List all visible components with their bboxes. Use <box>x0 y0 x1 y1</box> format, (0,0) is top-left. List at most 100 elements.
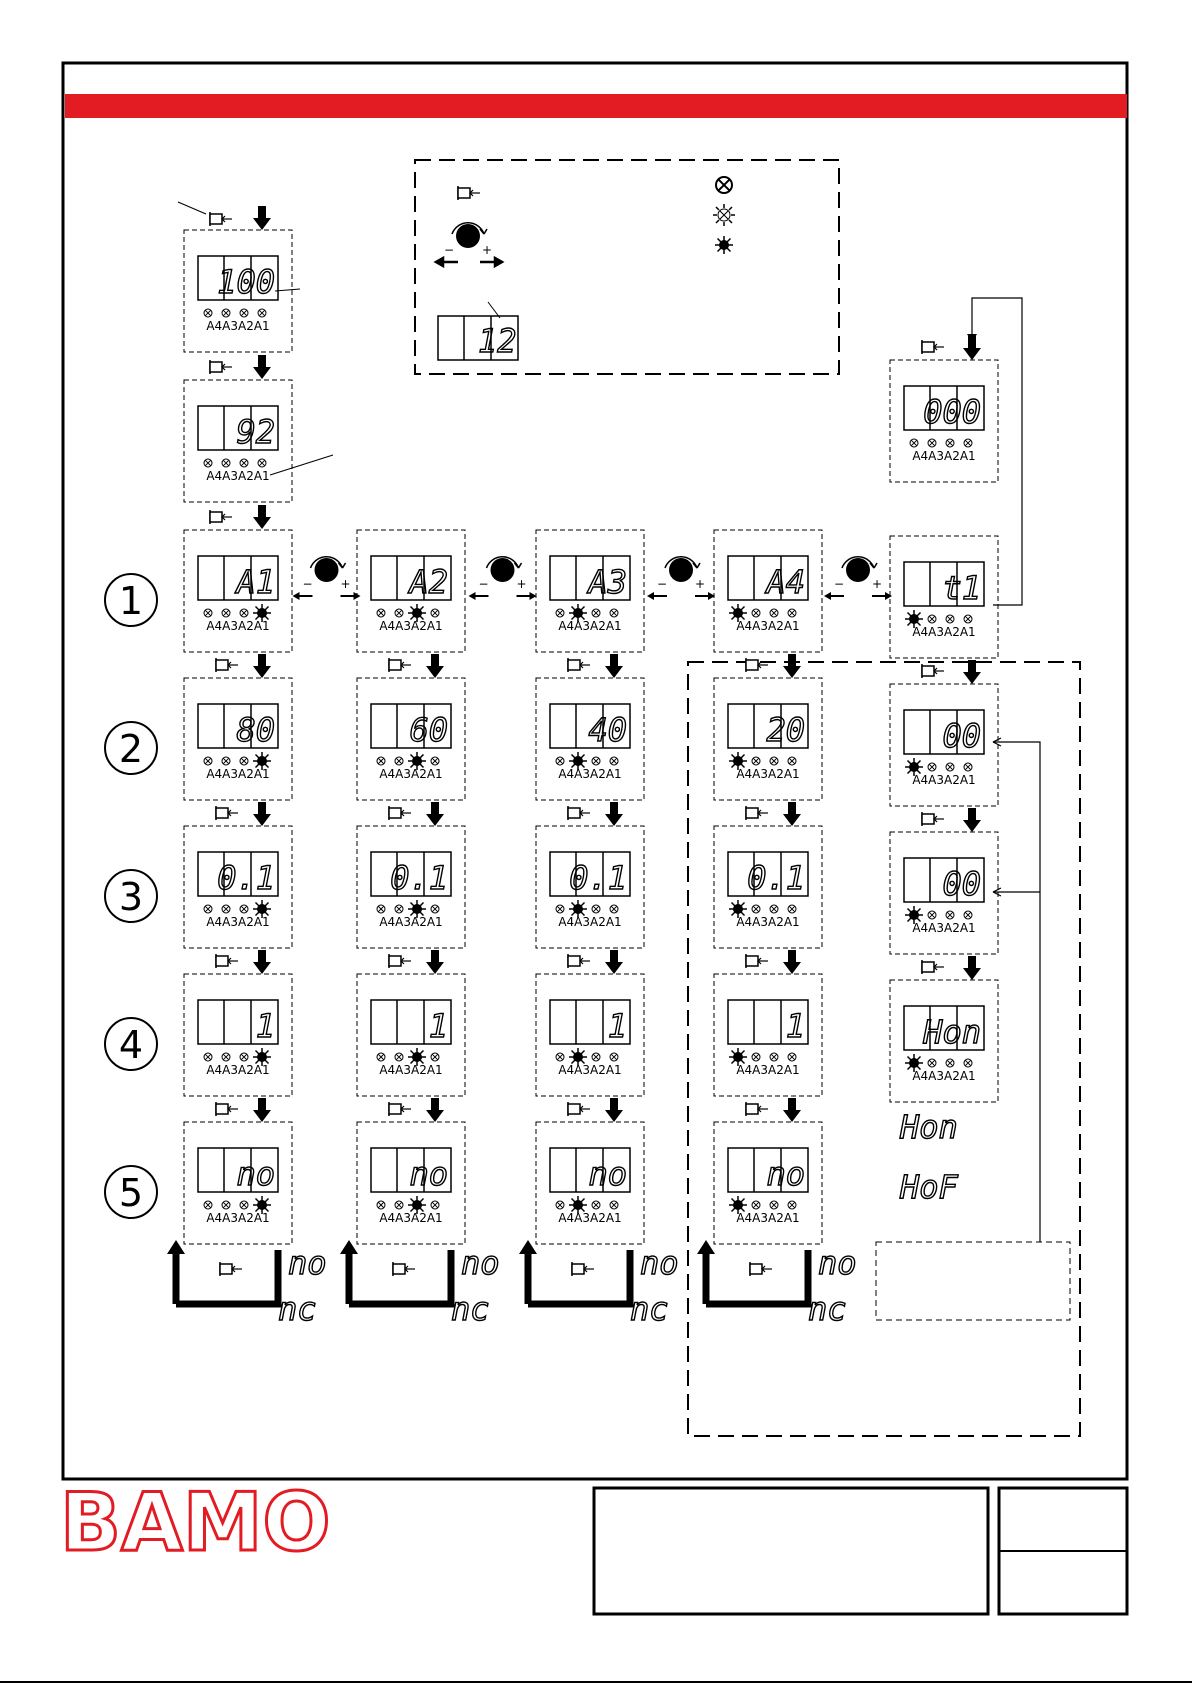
led-off-icon <box>555 1052 565 1062</box>
cell-frame <box>535 529 645 653</box>
led-off-icon <box>376 1200 386 1210</box>
cell-frame <box>183 529 293 653</box>
down-arrow-icon <box>783 802 801 826</box>
display-frame <box>727 555 809 601</box>
led-labels: A4A3A2A1 <box>558 619 621 633</box>
led-off-icon <box>609 1200 619 1210</box>
led-off-icon <box>769 904 779 914</box>
cell-frame <box>535 1121 645 1245</box>
arrow-left-icon <box>433 255 458 269</box>
led-off-icon <box>927 438 937 448</box>
led-off-icon <box>203 756 213 766</box>
arrow-left-head <box>824 592 831 600</box>
led-off-icon <box>239 608 249 618</box>
display-frame <box>903 385 985 431</box>
led-blink-icon <box>712 203 736 227</box>
led-off-icon <box>221 1200 231 1210</box>
led-labels: A4A3A2A1 <box>912 449 975 463</box>
relay-loop-head <box>340 1240 358 1254</box>
page-frame <box>61 61 1129 1481</box>
hold-note-box <box>875 1241 1071 1321</box>
display-frame <box>370 851 452 897</box>
down-arrow-icon <box>963 808 981 832</box>
arrow-left-head <box>468 592 476 600</box>
relay-loop-arrow <box>345 1250 455 1308</box>
row-number-circle <box>104 721 158 775</box>
led-off-icon <box>394 904 404 914</box>
led-off-icon <box>927 1058 937 1068</box>
led-labels: A4A3A2A1 <box>558 767 621 781</box>
title-block <box>592 1486 990 1616</box>
pushbutton-icon <box>392 1261 416 1277</box>
arrow-right-icon <box>480 255 505 269</box>
display-text: t1 <box>942 569 981 607</box>
cell-frame <box>183 677 293 801</box>
display-text: A4 <box>764 563 805 601</box>
relay-option-nc: nc <box>808 1290 847 1328</box>
arrow-left-head <box>647 592 654 600</box>
led-off-icon <box>769 1200 779 1210</box>
led-off-icon <box>787 1200 797 1210</box>
led-labels: A4A3A2A1 <box>206 1211 269 1225</box>
down-arrow-icon <box>963 336 981 360</box>
led-off-icon <box>203 904 213 914</box>
pushbutton-icon <box>571 1261 595 1277</box>
down-arrow-icon <box>253 505 271 529</box>
pushbutton-icon <box>209 359 233 375</box>
cell-frame <box>889 979 999 1103</box>
arrow-left-head <box>292 592 300 600</box>
led-off-icon <box>909 438 919 448</box>
down-arrow-icon <box>605 802 623 826</box>
led-on-icon <box>714 235 734 255</box>
relay-loop-head <box>519 1240 537 1254</box>
pushbutton-icon <box>921 811 945 827</box>
led-off-icon <box>751 1052 761 1062</box>
cell-frame <box>535 677 645 801</box>
down-arrow-icon <box>783 950 801 974</box>
led-off-icon <box>787 608 797 618</box>
display-frame <box>197 255 279 301</box>
pointer-line <box>274 288 301 292</box>
led-off-icon <box>430 1200 440 1210</box>
led-off-icon <box>591 1200 601 1210</box>
relay-option-nc: nc <box>630 1290 669 1328</box>
legend-display: 12 <box>437 315 519 361</box>
led-labels: A4A3A2A1 <box>912 773 975 787</box>
knob-icon <box>656 555 706 592</box>
led-off-icon <box>239 458 249 468</box>
row-number-circle <box>104 869 158 923</box>
led-off-icon <box>257 458 267 468</box>
led-off-icon <box>239 1052 249 1062</box>
led-off-icon <box>376 904 386 914</box>
led-off-icon <box>963 614 973 624</box>
led-off-icon <box>927 614 937 624</box>
cell-frame <box>713 677 823 801</box>
loop-connector <box>971 297 1023 606</box>
relay-option-no: no <box>288 1244 327 1282</box>
led-off-icon <box>945 1058 955 1068</box>
led-labels: A4A3A2A1 <box>558 1211 621 1225</box>
knob-icon <box>477 555 528 592</box>
relay-loop-head <box>697 1240 715 1254</box>
display-frame <box>370 1147 452 1193</box>
down-arrow-icon <box>426 1098 444 1122</box>
display-frame <box>197 703 279 749</box>
display-frame <box>903 1005 985 1051</box>
display-text: 00 <box>942 865 981 903</box>
pushbutton-icon <box>215 1101 239 1117</box>
led-off-icon <box>239 904 249 914</box>
led-off-icon <box>945 438 955 448</box>
relay-option-no: no <box>640 1244 679 1282</box>
cell-frame <box>889 683 999 807</box>
led-off-icon <box>555 608 565 618</box>
